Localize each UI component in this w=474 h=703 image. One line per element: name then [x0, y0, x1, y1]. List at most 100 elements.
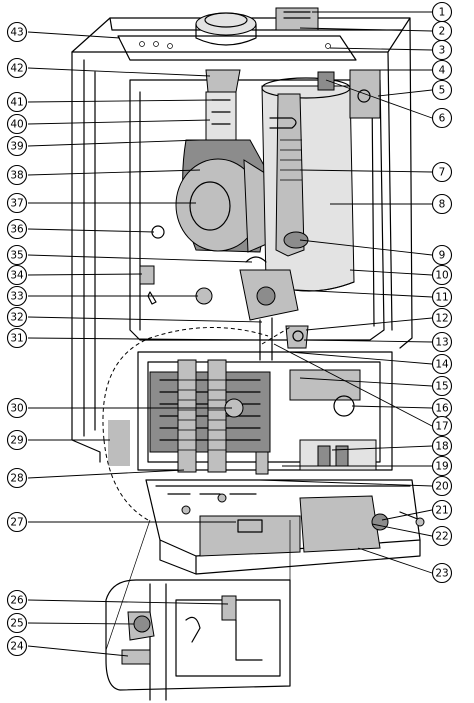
callout-number: 10 — [435, 270, 448, 282]
leader-21 — [381, 509, 433, 521]
callout-number: 35 — [10, 250, 23, 262]
callout-4: 4 — [431, 59, 453, 81]
callout-circle — [6, 264, 28, 286]
callout-18: 18 — [431, 435, 453, 457]
hydraulic-block — [137, 351, 393, 475]
callout-number: 2 — [439, 26, 446, 38]
callout-circle — [431, 353, 453, 375]
callout-24: 24 — [6, 635, 28, 657]
callout-number: 17 — [435, 421, 448, 433]
leader-5 — [377, 89, 433, 97]
callout-circle — [431, 475, 453, 497]
callout-number: 30 — [10, 403, 23, 415]
callout-circle — [6, 91, 28, 113]
callout-9: 9 — [431, 244, 453, 266]
leader-6 — [325, 79, 433, 119]
callout-5: 5 — [431, 79, 453, 101]
callout-circle — [6, 218, 28, 240]
callout-circle — [6, 397, 28, 419]
callout-36: 36 — [6, 218, 28, 240]
callout-number: 8 — [439, 199, 446, 211]
leader-40 — [27, 119, 211, 125]
callout-circle — [6, 429, 28, 451]
callout-17: 17 — [431, 415, 453, 437]
callout-circle — [431, 525, 453, 547]
leader-35 — [27, 254, 253, 263]
callout-20: 20 — [431, 475, 453, 497]
fan-assembly — [175, 69, 277, 253]
callout-21: 21 — [431, 499, 453, 521]
leader-2 — [299, 27, 433, 32]
leader-38 — [27, 169, 201, 176]
flue-collar — [195, 7, 319, 46]
callout-circle — [6, 244, 28, 266]
callout-number: 41 — [10, 97, 23, 109]
callout-32: 32 — [6, 306, 28, 328]
callout-28: 28 — [6, 467, 28, 489]
callout-number: 23 — [435, 568, 448, 580]
callout-circle — [431, 79, 453, 101]
callout-42: 42 — [6, 57, 28, 79]
callout-number: 42 — [10, 63, 23, 75]
callout-circle — [431, 59, 453, 81]
detail-inset — [105, 579, 291, 701]
callout-circle — [431, 455, 453, 477]
callout-15: 15 — [431, 375, 453, 397]
callout-number: 40 — [10, 119, 23, 131]
callout-number: 32 — [10, 312, 23, 324]
callout-circle — [6, 135, 28, 157]
callout-number: 13 — [435, 337, 448, 349]
callout-number: 24 — [10, 641, 24, 653]
leader-22 — [371, 523, 433, 537]
leader-3 — [329, 47, 433, 51]
leader-26 — [27, 599, 229, 605]
callout-number: 1 — [439, 7, 446, 19]
callout-circle — [6, 192, 28, 214]
callout-37: 37 — [6, 192, 28, 214]
callout-number: 31 — [10, 333, 23, 345]
callout-13: 13 — [431, 331, 453, 353]
leader-13 — [303, 339, 433, 343]
callout-7: 7 — [431, 161, 453, 183]
callout-circle — [6, 511, 28, 533]
callout-25: 25 — [6, 612, 28, 634]
callout-14: 14 — [431, 353, 453, 375]
callout-group: 1234567891011121314151617181920212223242… — [6, 1, 453, 657]
callout-circle — [431, 562, 453, 584]
callout-circle — [6, 589, 28, 611]
callout-number: 5 — [439, 85, 446, 97]
callout-circle — [431, 307, 453, 329]
callout-3: 3 — [431, 39, 453, 61]
callout-circle — [431, 415, 453, 437]
callout-33: 33 — [6, 285, 28, 307]
callout-8: 8 — [431, 193, 453, 215]
callout-circle — [431, 375, 453, 397]
callout-number: 25 — [10, 618, 23, 630]
leader-17 — [273, 343, 433, 427]
callout-23: 23 — [431, 562, 453, 584]
callout-number: 15 — [435, 381, 448, 393]
leader-10 — [349, 269, 433, 276]
callout-1: 1 — [431, 1, 453, 23]
callout-circle — [431, 244, 453, 266]
callout-29: 29 — [6, 429, 28, 451]
callout-circle — [431, 499, 453, 521]
callout-12: 12 — [431, 307, 453, 329]
callout-circle — [6, 57, 28, 79]
callout-circle — [6, 164, 28, 186]
left-fittings — [139, 225, 213, 305]
callout-number: 18 — [435, 441, 448, 453]
callout-27: 27 — [6, 511, 28, 533]
callout-30: 30 — [6, 397, 28, 419]
callout-number: 28 — [10, 473, 23, 485]
leader-43 — [27, 31, 121, 39]
callout-number: 39 — [10, 141, 23, 153]
callout-34: 34 — [6, 264, 28, 286]
callout-16: 16 — [431, 397, 453, 419]
intake-pipe — [269, 93, 309, 257]
callout-circle — [431, 286, 453, 308]
callout-number: 16 — [435, 403, 449, 415]
callout-number: 14 — [435, 359, 449, 371]
leader-25 — [27, 622, 135, 625]
